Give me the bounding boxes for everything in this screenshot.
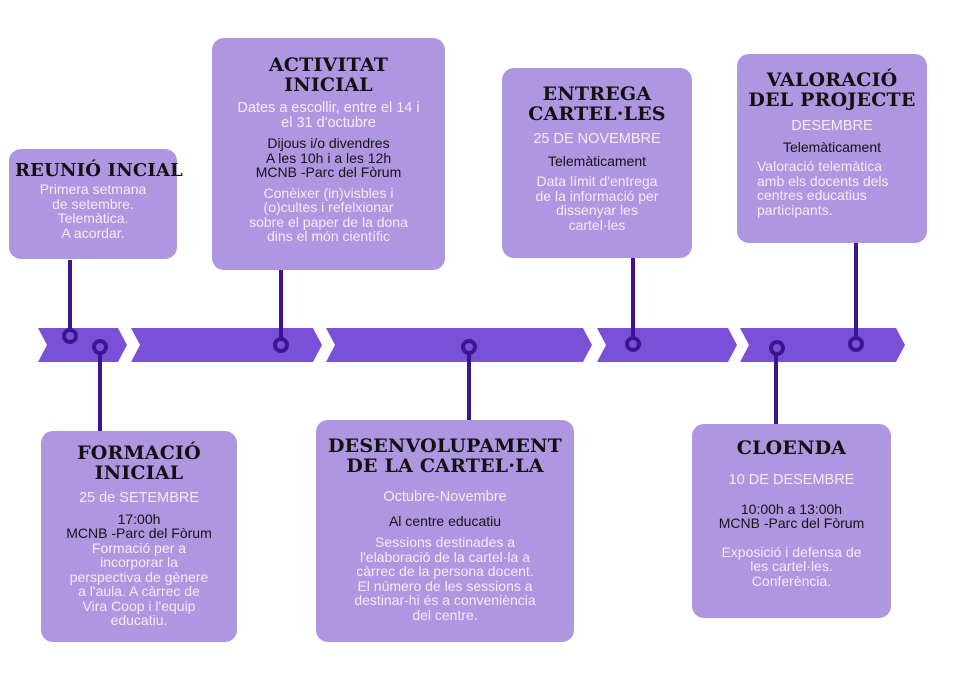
card-details: Dijous i/o divendres A les 10h i a les 1… — [255, 135, 402, 180]
card-date: 25 de SETEMBRE — [78, 490, 200, 506]
card-desenvolupament: DESENVOLUPAMENT DE LA CARTEL·LA Octubre-… — [316, 420, 574, 642]
card-details: 10:00h a 13:00h MCNB -Parc del Fòrum — [718, 500, 865, 531]
ring-marker-icon — [461, 339, 477, 355]
card-activitat-inicial: ACTIVITAT INICIAL Dates a escollir, entr… — [212, 38, 445, 270]
card-title: DESENVOLUPAMENT DE LA CARTEL·LA — [327, 435, 563, 477]
card-reunio-inicial: REUNIÓ INCIAL Primera setmana de setembr… — [9, 149, 184, 259]
timeline-segment-1 — [38, 328, 127, 362]
card-details: Al centre educatiu — [388, 512, 502, 529]
card-date: 10 DE DESEMBRE — [728, 472, 855, 488]
card-description: Data límit d'entrega de la informació pe… — [535, 173, 659, 233]
ring-marker-icon — [62, 328, 78, 344]
card-title: FORMACIÓ INICIAL — [77, 442, 201, 484]
card-date: Octubre-Novembre — [383, 489, 507, 505]
card-title: REUNIÓ INCIAL — [15, 160, 184, 181]
card-date: DESEMBRE — [791, 118, 873, 134]
card-valoracio-projecte: VALORACIÓ DEL PROJECTE DESEMBRE Telemàti… — [737, 54, 927, 243]
ring-marker-icon — [625, 336, 641, 352]
card-description: Sessions destinades a l'elaboració de la… — [354, 534, 536, 623]
ring-marker-icon — [273, 337, 289, 353]
card-description: Conèixer (in)visbles i (o)cultes i refel… — [249, 184, 408, 244]
card-title: ENTREGA CARTEL·LES — [528, 83, 666, 125]
card-title: CLOENDA — [736, 437, 847, 459]
card-description: Valoració telemàtica amb els docents del… — [757, 158, 889, 218]
card-title: VALORACIÓ DEL PROJECTE — [748, 69, 916, 111]
card-details: 17:00h MCNB -Parc del Fòrum — [66, 510, 212, 541]
ring-marker-icon — [769, 340, 785, 356]
card-date: Dates a escollir, entre el 14 i el 31 d'… — [237, 100, 420, 131]
timeline-segment-4 — [597, 328, 737, 362]
card-title: ACTIVITAT INICIAL — [268, 54, 389, 96]
card-cloenda: CLOENDA 10 DE DESEMBRE 10:00h a 13:00h M… — [692, 424, 891, 618]
card-details: Telemàticament — [547, 152, 647, 169]
ring-marker-icon — [92, 339, 108, 355]
card-details: Telemàticament — [782, 138, 882, 155]
card-date: 25 DE NOVEMBRE — [533, 131, 661, 147]
card-description: Formació per a incorporar la perspectiva… — [69, 539, 209, 628]
card-description: Exposició i defensa de les cartel·les. C… — [721, 543, 862, 589]
ring-marker-icon — [848, 336, 864, 352]
card-description: Primera setmana de setembre. Telemàtica.… — [39, 181, 147, 241]
timeline-segment-5 — [740, 328, 905, 362]
card-entrega-cartelles: ENTREGA CARTEL·LES 25 DE NOVEMBRE Telemà… — [502, 68, 692, 258]
timeline-segment-3 — [326, 328, 592, 362]
card-formacio-inicial: FORMACIÓ INICIAL 25 de SETEMBRE 17:00h M… — [41, 431, 237, 642]
timeline-segment-2 — [131, 328, 322, 362]
